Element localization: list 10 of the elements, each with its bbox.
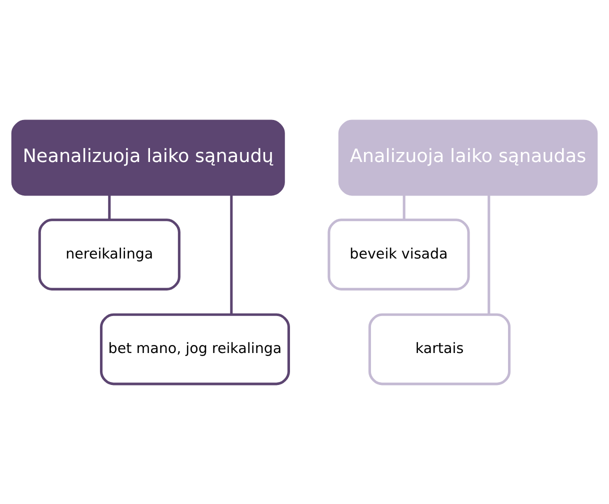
node-box: nereikalinga <box>38 218 180 290</box>
node-box: beveik visada <box>328 218 470 290</box>
node-box: kartais <box>368 312 511 385</box>
connector <box>108 194 111 220</box>
connector <box>402 194 406 220</box>
connector <box>230 194 233 314</box>
connector <box>488 194 490 314</box>
node-box: bet mano, jog reikalinga <box>100 312 290 385</box>
node-box: Analizuoja laiko sąnaudas <box>338 119 598 196</box>
node-box: Neanalizuoja laiko sąnaudų <box>11 119 285 196</box>
